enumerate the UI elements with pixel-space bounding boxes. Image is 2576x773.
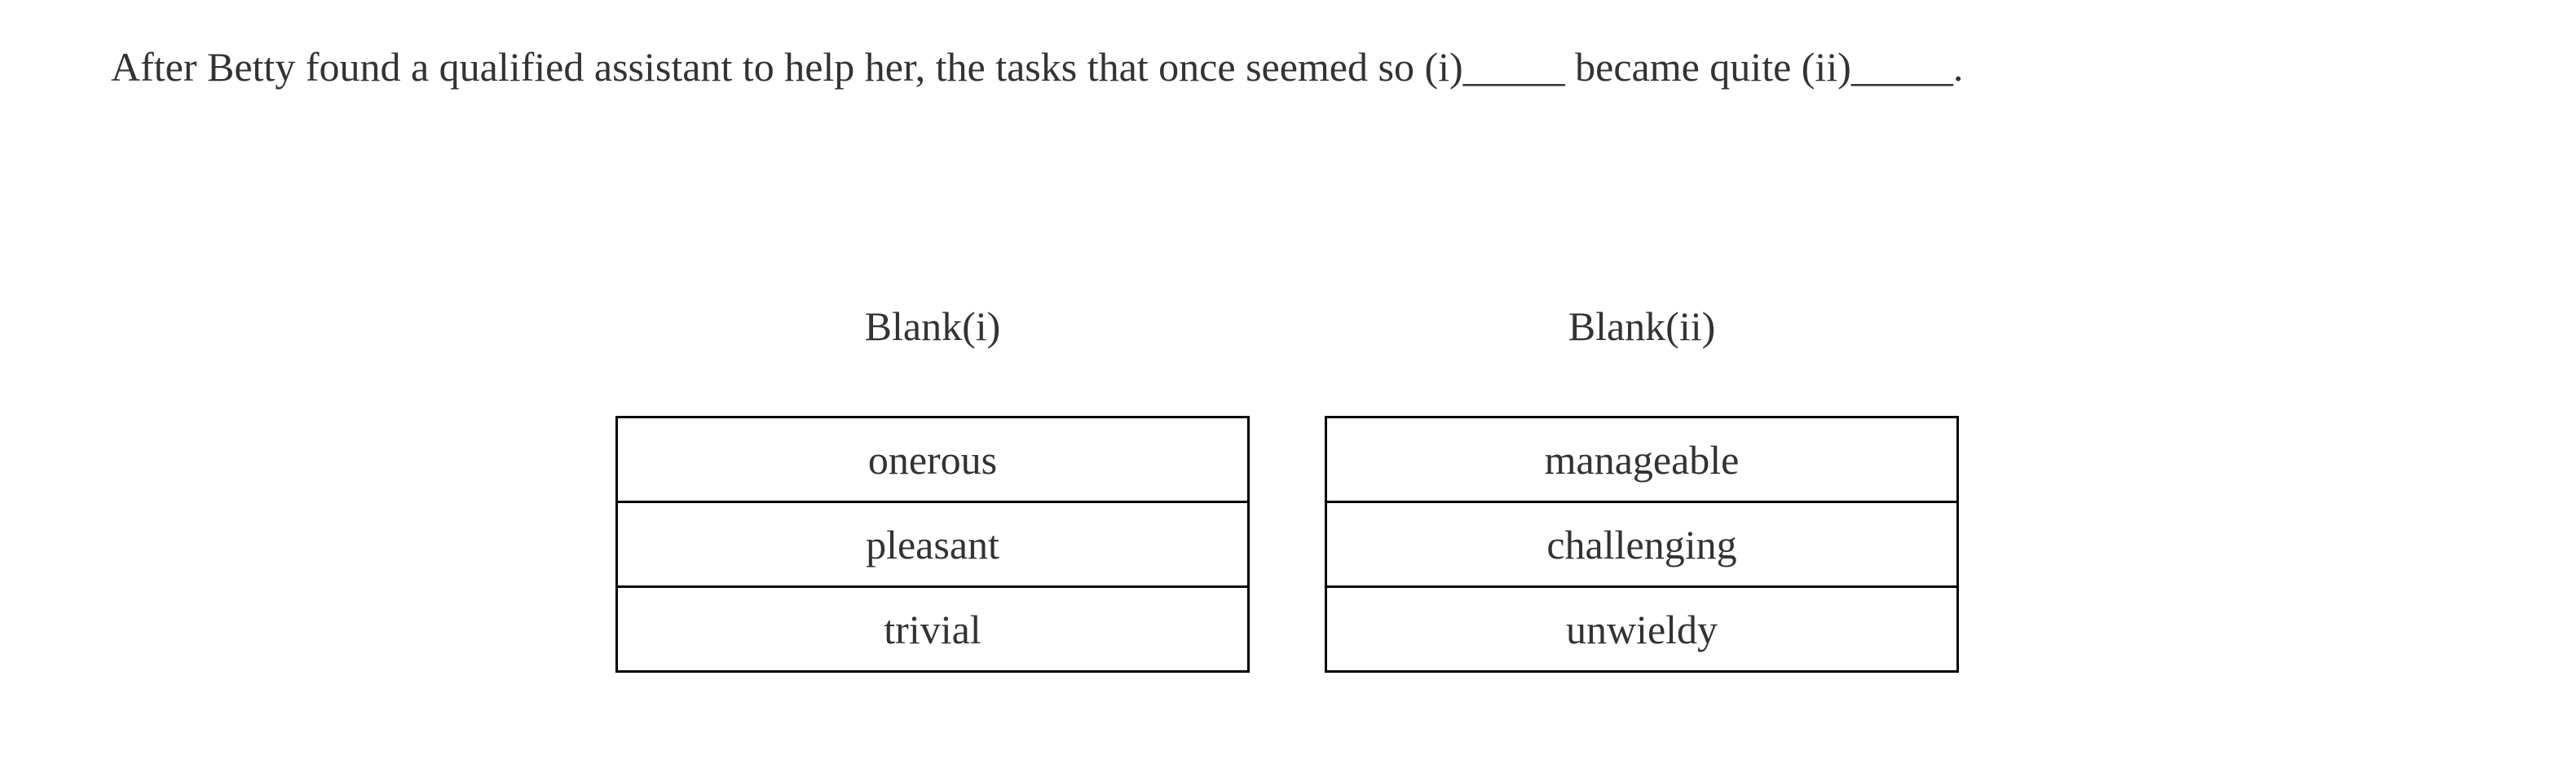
blank-i-heading: Blank(i) bbox=[864, 303, 1001, 349]
blank-i-options: onerous pleasant trivial bbox=[615, 416, 1250, 673]
blank-i-option-pleasant[interactable]: pleasant bbox=[618, 503, 1247, 588]
question-text: After Betty found a qualified assistant … bbox=[111, 44, 1964, 90]
blank-ii-heading: Blank(ii) bbox=[1568, 303, 1716, 349]
blank-ii-options: manageable challenging unwieldy bbox=[1325, 416, 1959, 673]
blank-ii-option-unwieldy[interactable]: unwieldy bbox=[1565, 606, 1718, 652]
blank-ii-option-challenging[interactable]: challenging bbox=[1327, 503, 1956, 588]
blank-i-option-onerous[interactable]: onerous bbox=[618, 418, 1247, 503]
blank-i-group: Blank(i) onerous pleasant trivial bbox=[615, 302, 1250, 673]
blank-i-option-trivial[interactable]: trivial bbox=[884, 606, 981, 652]
blank-ii-group: Blank(ii) manageable challenging unwield… bbox=[1325, 302, 1959, 673]
blank-ii-option-manageable[interactable]: manageable bbox=[1327, 418, 1956, 503]
